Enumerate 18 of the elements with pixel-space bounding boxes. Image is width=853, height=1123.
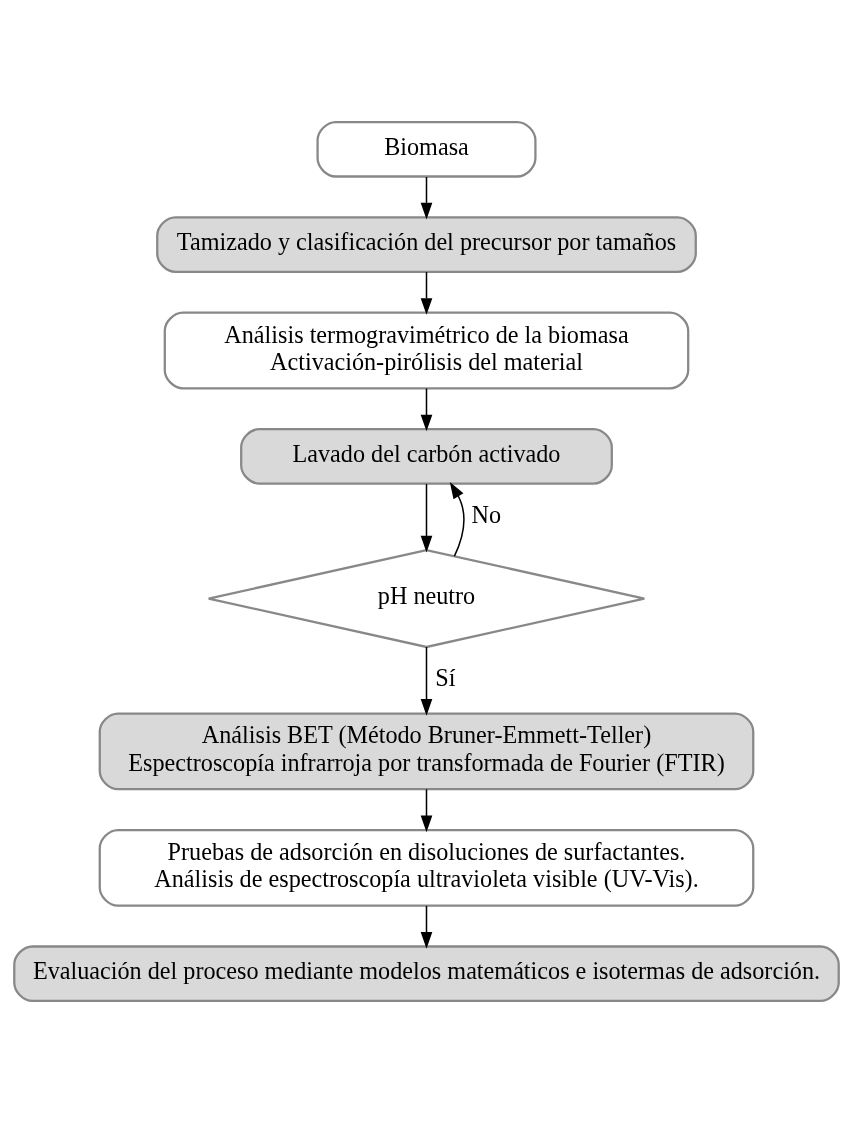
node-diamond: pH neutro xyxy=(207,549,646,649)
arrow xyxy=(420,788,433,833)
arrow xyxy=(420,176,433,220)
arrow xyxy=(420,905,433,949)
arrow xyxy=(420,271,433,315)
node-box: Evaluación del proceso mediante modelos matemáticos e isotermas de adsorción. xyxy=(13,945,840,1003)
node-box: Tamizado y clasificación del precursor por tamaños xyxy=(156,216,697,273)
arrow xyxy=(420,483,433,553)
arrow xyxy=(449,482,465,557)
edge-label: Sí xyxy=(435,664,456,691)
edge-label: No xyxy=(471,500,502,528)
node-box: Lavado del carbón activado xyxy=(240,428,613,485)
arrow xyxy=(420,646,433,716)
node-box: Análisis termogravimétrico de la biomasa Activación-pirólisis del material xyxy=(163,311,690,390)
node-box: Pruebas de adsorción en disoluciones de surfactantes. Análisis de espectroscopía ultravioleta visible (UV-Vis). xyxy=(98,828,755,907)
arrow xyxy=(420,387,433,432)
node-box: Biomasa xyxy=(316,120,537,178)
node-box: Análisis BET (Método Bruner-Emmett-Teller) Espectroscopía infrarroja por transformada de Fourier (FTIR) xyxy=(98,712,755,791)
